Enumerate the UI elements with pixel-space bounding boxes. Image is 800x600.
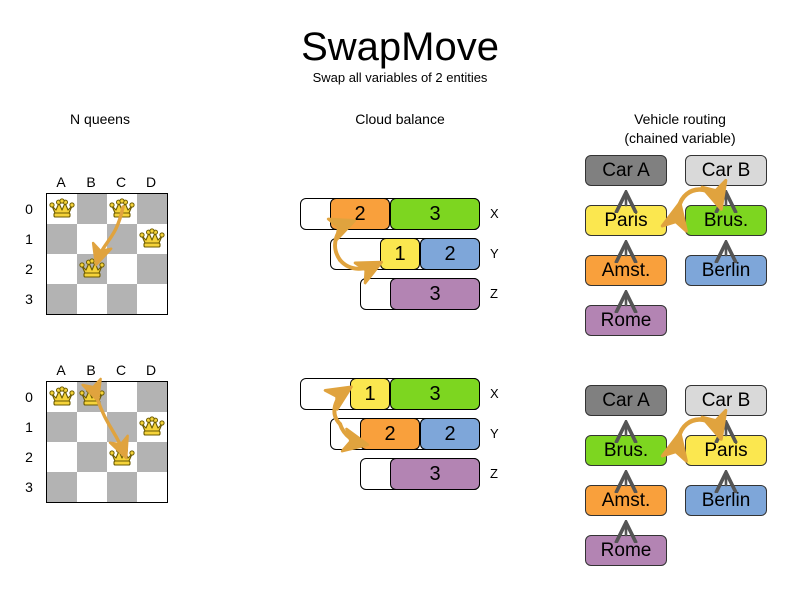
board-cell[interactable]	[107, 224, 137, 254]
board-cell[interactable]	[47, 254, 77, 284]
board-cell[interactable]	[107, 382, 137, 412]
customer-node-amst[interactable]: Amst.	[585, 485, 667, 516]
section-header-vehicle-routing: Vehicle routing (chained variable)	[580, 110, 780, 148]
customer-node-berlin[interactable]: Berlin	[685, 255, 767, 286]
board-cell[interactable]	[47, 442, 77, 472]
board-col-label-d: D	[145, 362, 157, 378]
board-cell[interactable]	[77, 382, 107, 412]
board-cell[interactable]	[77, 194, 107, 224]
cloud-process-block[interactable]: 2	[420, 418, 480, 450]
board-col-label-b: B	[86, 362, 96, 378]
cloud-computer-label-y: Y	[490, 426, 499, 441]
board-row-label-2: 2	[25, 261, 33, 277]
customer-node-amst[interactable]: Amst.	[585, 255, 667, 286]
board-col-label-d: D	[145, 174, 157, 190]
page-title: SwapMove	[301, 25, 499, 69]
section-header-cloud-balance: Cloud balance	[355, 111, 445, 127]
customer-node-paris[interactable]: Paris	[585, 205, 667, 236]
board-cell[interactable]	[107, 442, 137, 472]
customer-node-brus[interactable]: Brus.	[585, 435, 667, 466]
vehicle-node-car-a[interactable]: Car A	[585, 155, 667, 186]
board-col-label-a: A	[56, 362, 66, 378]
cloud-computer-label-z: Z	[490, 286, 498, 301]
board-row-label-2: 2	[25, 449, 33, 465]
board-cell[interactable]	[107, 284, 137, 314]
board-cell[interactable]	[137, 412, 167, 442]
section-header-nqueens: N queens	[70, 111, 130, 127]
board-cell[interactable]	[137, 254, 167, 284]
board-row-label-3: 3	[25, 479, 33, 495]
board-cell[interactable]	[107, 472, 137, 502]
customer-node-rome[interactable]: Rome	[585, 305, 667, 336]
board-cell[interactable]	[77, 224, 107, 254]
cloud-process-block[interactable]: 3	[390, 198, 480, 230]
cloud-process-block[interactable]: 3	[390, 458, 480, 490]
board-col-label-b: B	[86, 174, 96, 190]
cloud-computer-label-x: X	[490, 386, 499, 401]
board-col-label-c: C	[115, 362, 127, 378]
board-cell[interactable]	[107, 412, 137, 442]
board-cell[interactable]	[137, 442, 167, 472]
board-cell[interactable]	[47, 194, 77, 224]
vehicle-node-car-b[interactable]: Car B	[685, 385, 767, 416]
board-cell[interactable]	[47, 412, 77, 442]
board-cell[interactable]	[47, 472, 77, 502]
nqueens-board-before[interactable]: A B C D 0 1 2 3	[0, 175, 180, 330]
board-cell[interactable]	[47, 284, 77, 314]
cloud-computer-label-x: X	[490, 206, 499, 221]
customer-node-berlin[interactable]: Berlin	[685, 485, 767, 516]
vrp-header-line-2: (chained variable)	[624, 130, 736, 146]
board-cell[interactable]	[47, 382, 77, 412]
nqueens-board-after[interactable]: A B C D 0 1 2 3	[0, 363, 180, 518]
vehicle-node-car-a[interactable]: Car A	[585, 385, 667, 416]
cloud-computer-label-z: Z	[490, 466, 498, 481]
vehicle-node-car-b[interactable]: Car B	[685, 155, 767, 186]
board-cell[interactable]	[77, 284, 107, 314]
customer-node-rome[interactable]: Rome	[585, 535, 667, 566]
board-cell[interactable]	[107, 194, 137, 224]
board-row-label-1: 1	[25, 231, 33, 247]
cloud-process-block[interactable]: 2	[420, 238, 480, 270]
board-row-label-0: 0	[25, 389, 33, 405]
board-cell[interactable]	[137, 194, 167, 224]
board-cell[interactable]	[107, 254, 137, 284]
board-cell[interactable]	[137, 224, 167, 254]
board-cell[interactable]	[77, 442, 107, 472]
customer-node-paris[interactable]: Paris	[685, 435, 767, 466]
board-row-label-3: 3	[25, 291, 33, 307]
board-col-label-c: C	[115, 174, 127, 190]
cloud-computer-label-y: Y	[490, 246, 499, 261]
vrp-header-line-1: Vehicle routing	[634, 111, 726, 127]
board-cell[interactable]	[47, 224, 77, 254]
cloud-process-block[interactable]: 2	[330, 198, 390, 230]
chess-board[interactable]	[46, 193, 168, 315]
cloud-process-block[interactable]: 3	[390, 278, 480, 310]
chess-board[interactable]	[46, 381, 168, 503]
cloud-process-block[interactable]: 1	[350, 378, 390, 410]
customer-node-brus[interactable]: Brus.	[685, 205, 767, 236]
board-cell[interactable]	[137, 472, 167, 502]
board-cell[interactable]	[77, 472, 107, 502]
board-cell[interactable]	[77, 254, 107, 284]
board-cell[interactable]	[137, 284, 167, 314]
cloud-process-block[interactable]: 2	[360, 418, 420, 450]
cloud-process-block[interactable]: 3	[390, 378, 480, 410]
board-row-label-0: 0	[25, 201, 33, 217]
board-col-label-a: A	[56, 174, 66, 190]
page-subtitle: Swap all variables of 2 entities	[312, 70, 488, 85]
board-cell[interactable]	[137, 382, 167, 412]
cloud-process-block[interactable]: 1	[380, 238, 420, 270]
board-cell[interactable]	[77, 412, 107, 442]
board-row-label-1: 1	[25, 419, 33, 435]
